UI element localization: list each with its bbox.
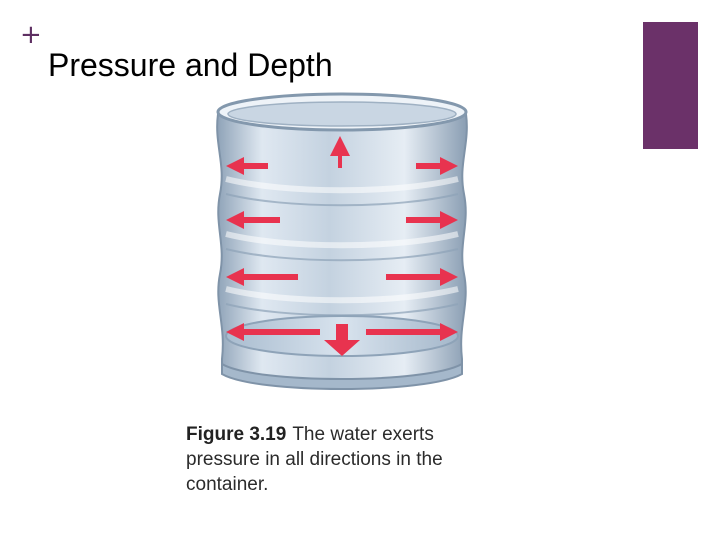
accent-bar [643, 22, 698, 149]
figure-label: Figure 3.19 [186, 424, 287, 445]
figure-caption-text: The water exerts pressure in all directi… [186, 424, 443, 495]
slide-title: Pressure and Depth [48, 47, 333, 83]
plus-icon: + [20, 20, 42, 50]
water-container-illustration [216, 92, 468, 390]
